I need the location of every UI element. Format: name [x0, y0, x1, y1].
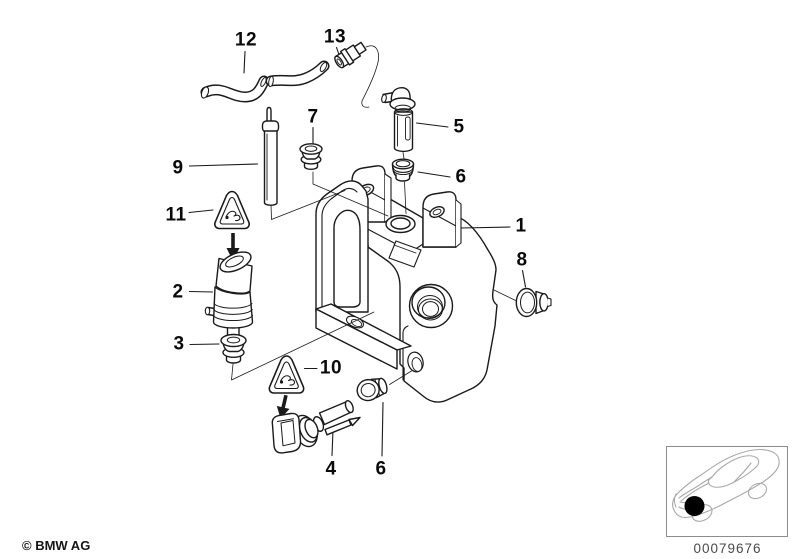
callout-9[interactable]: 9	[172, 157, 184, 179]
part-3-grommet-art	[220, 333, 247, 364]
part-13-connector-art	[334, 41, 367, 69]
part-1-reservoir-art	[315, 165, 498, 403]
callout-5[interactable]: 5	[453, 116, 465, 138]
part-8-plug-art	[515, 287, 552, 318]
part-12-hose-art	[200, 60, 330, 103]
callout-4[interactable]: 4	[325, 458, 337, 480]
callout-8[interactable]: 8	[516, 249, 528, 271]
locator-leader-lines	[231, 45, 516, 385]
location-dot	[684, 496, 705, 516]
callout-7[interactable]: 7	[307, 106, 319, 128]
callout-13[interactable]: 13	[323, 26, 347, 48]
warning-triangle-icon-10	[268, 355, 305, 394]
part-6-bottom-grommet-art	[356, 377, 388, 402]
callout-6-bottom[interactable]: 6	[375, 458, 387, 480]
part-4-sensor-art	[271, 400, 361, 454]
part-6-top-grommet-art	[391, 158, 415, 182]
arrow-down-icon-10	[276, 394, 290, 419]
callout-1[interactable]: 1	[515, 215, 527, 237]
part-7-grommet-art	[299, 143, 323, 170]
car-location-thumbnail	[666, 446, 788, 537]
callout-2[interactable]: 2	[172, 281, 184, 303]
callout-10[interactable]: 10	[319, 357, 343, 379]
callout-3[interactable]: 3	[173, 333, 185, 355]
part-2-washer-pump-art	[204, 251, 254, 341]
part-5-pump-insert-art	[381, 86, 416, 153]
callout-12[interactable]: 12	[234, 29, 258, 51]
callout-6-top[interactable]: 6	[455, 166, 467, 188]
callout-11[interactable]: 11	[165, 204, 187, 226]
copyright-notice: © BMW AG	[22, 538, 91, 553]
warning-triangle-icon	[214, 190, 250, 230]
drawing-number: 00079676	[693, 541, 762, 556]
part-9-tube-art	[261, 106, 280, 206]
